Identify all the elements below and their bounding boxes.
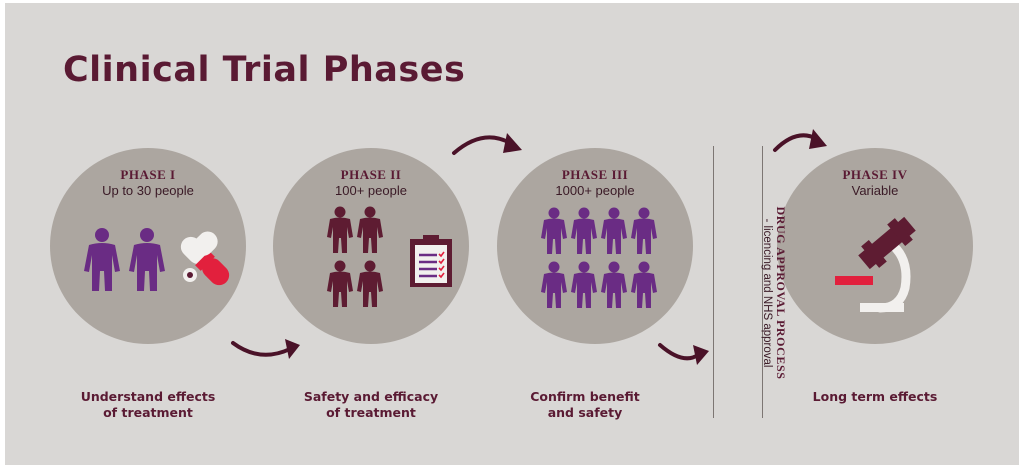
- person-icon: [327, 206, 353, 253]
- phase-1-count: Up to 30 people: [102, 183, 194, 198]
- person-icon: [541, 261, 567, 308]
- phase-4-count: Variable: [851, 183, 899, 198]
- person-icon: [129, 228, 165, 291]
- person-icon: [601, 261, 627, 308]
- phase-4-label: PHASE IV: [842, 167, 908, 182]
- phase-1-description: Understand effects of treatment: [48, 389, 248, 421]
- arrow-head-icon: [809, 129, 827, 149]
- approval-divider-right: [762, 146, 763, 418]
- arrow-head-icon: [503, 133, 522, 153]
- person-icon: [571, 207, 597, 254]
- phase-3-circle: [497, 148, 693, 344]
- person-icon: [327, 260, 353, 307]
- phase-3-description: Confirm benefit and safety: [485, 389, 685, 421]
- phase-2-label: PHASE II: [340, 167, 402, 182]
- phase-3-description-line: Confirm benefit: [530, 389, 640, 404]
- phase-4-description-line: Long term effects: [812, 389, 938, 404]
- pill-capsule-icon: [180, 231, 230, 286]
- page-title: Clinical Trial Phases: [63, 50, 466, 90]
- person-icon: [84, 228, 120, 291]
- arrow-head-icon: [693, 345, 709, 365]
- phase-1-description-line: Understand effects: [80, 389, 216, 404]
- person-icon: [601, 207, 627, 254]
- icons-layer: [84, 129, 916, 365]
- phase-2-description-line: of treatment: [326, 405, 416, 420]
- microscope-icon: [835, 216, 916, 313]
- arrow-head-icon: [285, 339, 300, 359]
- person-icon: [541, 207, 567, 254]
- phase-4-description: Long term effects: [775, 389, 975, 405]
- curved-arrow-icon: [231, 341, 292, 357]
- person-icon: [357, 206, 383, 253]
- phase-2-count: 100+ people: [335, 183, 407, 198]
- approval-divider-left: [713, 146, 714, 418]
- person-icon: [571, 261, 597, 308]
- curved-arrow-icon: [658, 343, 700, 361]
- curved-arrow-icon: [452, 135, 512, 155]
- person-icon: [631, 207, 657, 254]
- person-icon: [631, 261, 657, 308]
- phase-1-description-line: of treatment: [103, 405, 193, 420]
- phase-3-count: 1000+ people: [555, 183, 635, 198]
- phase-2-description: Safety and efficacy of treatment: [271, 389, 471, 421]
- infographic-canvas: Clinical Trial Phases PHASE I Up to 30 p…: [5, 3, 1019, 465]
- phase-1-label: PHASE I: [120, 167, 176, 182]
- phase-2-description-line: Safety and efficacy: [303, 389, 439, 404]
- clipboard-icon: [410, 235, 452, 287]
- phase-3-description-line: and safety: [547, 405, 623, 420]
- person-icon: [357, 260, 383, 307]
- phase-3-label: PHASE III: [561, 167, 629, 182]
